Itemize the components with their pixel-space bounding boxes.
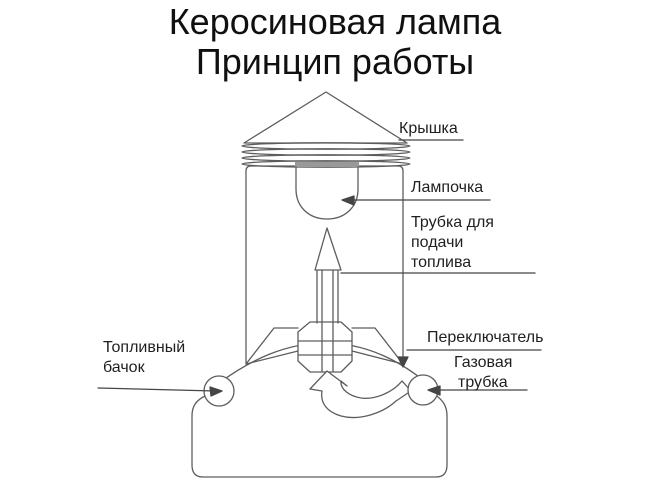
- right-shoulder-brace: [351, 327, 404, 365]
- title-line-2: Принцип работы: [195, 41, 475, 82]
- left-shoulder-brace: [245, 327, 299, 365]
- label-gas-tube: Газовая трубка: [454, 353, 512, 393]
- fuel-tank-leader-arrowhead: [209, 386, 223, 397]
- switch-valve-body: [297, 321, 353, 373]
- fuel-flow-arrow-shaft: [321, 269, 334, 372]
- gas-flow-arrow: [309, 370, 412, 419]
- label-cap-text: Крышка: [399, 120, 458, 137]
- cap-cone: [243, 91, 408, 144]
- label-gas-tube-line1: Газовая: [454, 354, 513, 371]
- label-switch-text: Переключатель: [427, 329, 544, 346]
- label-cap: Крышка: [399, 119, 458, 139]
- diagram-title: Керосиновая лампа Принцип работы: [0, 2, 670, 82]
- label-fuel-tank: Топливный бачок: [103, 338, 185, 378]
- label-fuel-tube-line1: Трубка для: [411, 214, 494, 231]
- mantle-bulb: [295, 166, 359, 220]
- label-fuel-tank-line1: Топливный: [103, 339, 186, 356]
- label-switch: Переключатель: [427, 328, 543, 348]
- fuel-flow-arrow-head: [314, 227, 342, 271]
- gas-tube-leader-arrowhead: [427, 385, 441, 396]
- fuel-tube-walls: [316, 270, 339, 324]
- fuel-tank-leader-line: [97, 387, 216, 392]
- label-fuel-tube-line2: подачи: [411, 234, 464, 251]
- label-fuel-tube: Трубка для подачи топлива: [411, 213, 494, 273]
- label-bulb-text: Лампочка: [411, 179, 484, 196]
- fuel-tank-body: [191, 393, 448, 478]
- fuel-tube-pointer-arrowhead: [397, 356, 409, 368]
- bulb-leader-arrowhead: [341, 195, 355, 206]
- switch-valve-lines: [297, 340, 353, 356]
- mantle-mount-bar: [295, 162, 359, 167]
- label-fuel-tube-line3: топлива: [411, 254, 472, 271]
- label-gas-tube-line2: трубка: [458, 374, 508, 391]
- label-bulb: Лампочка: [411, 178, 483, 198]
- vent-fin-4: [241, 160, 411, 168]
- label-fuel-tank-line2: бачок: [103, 359, 145, 376]
- title-line-1: Керосиновая лампа: [168, 1, 502, 42]
- leader-lines: [97, 139, 542, 397]
